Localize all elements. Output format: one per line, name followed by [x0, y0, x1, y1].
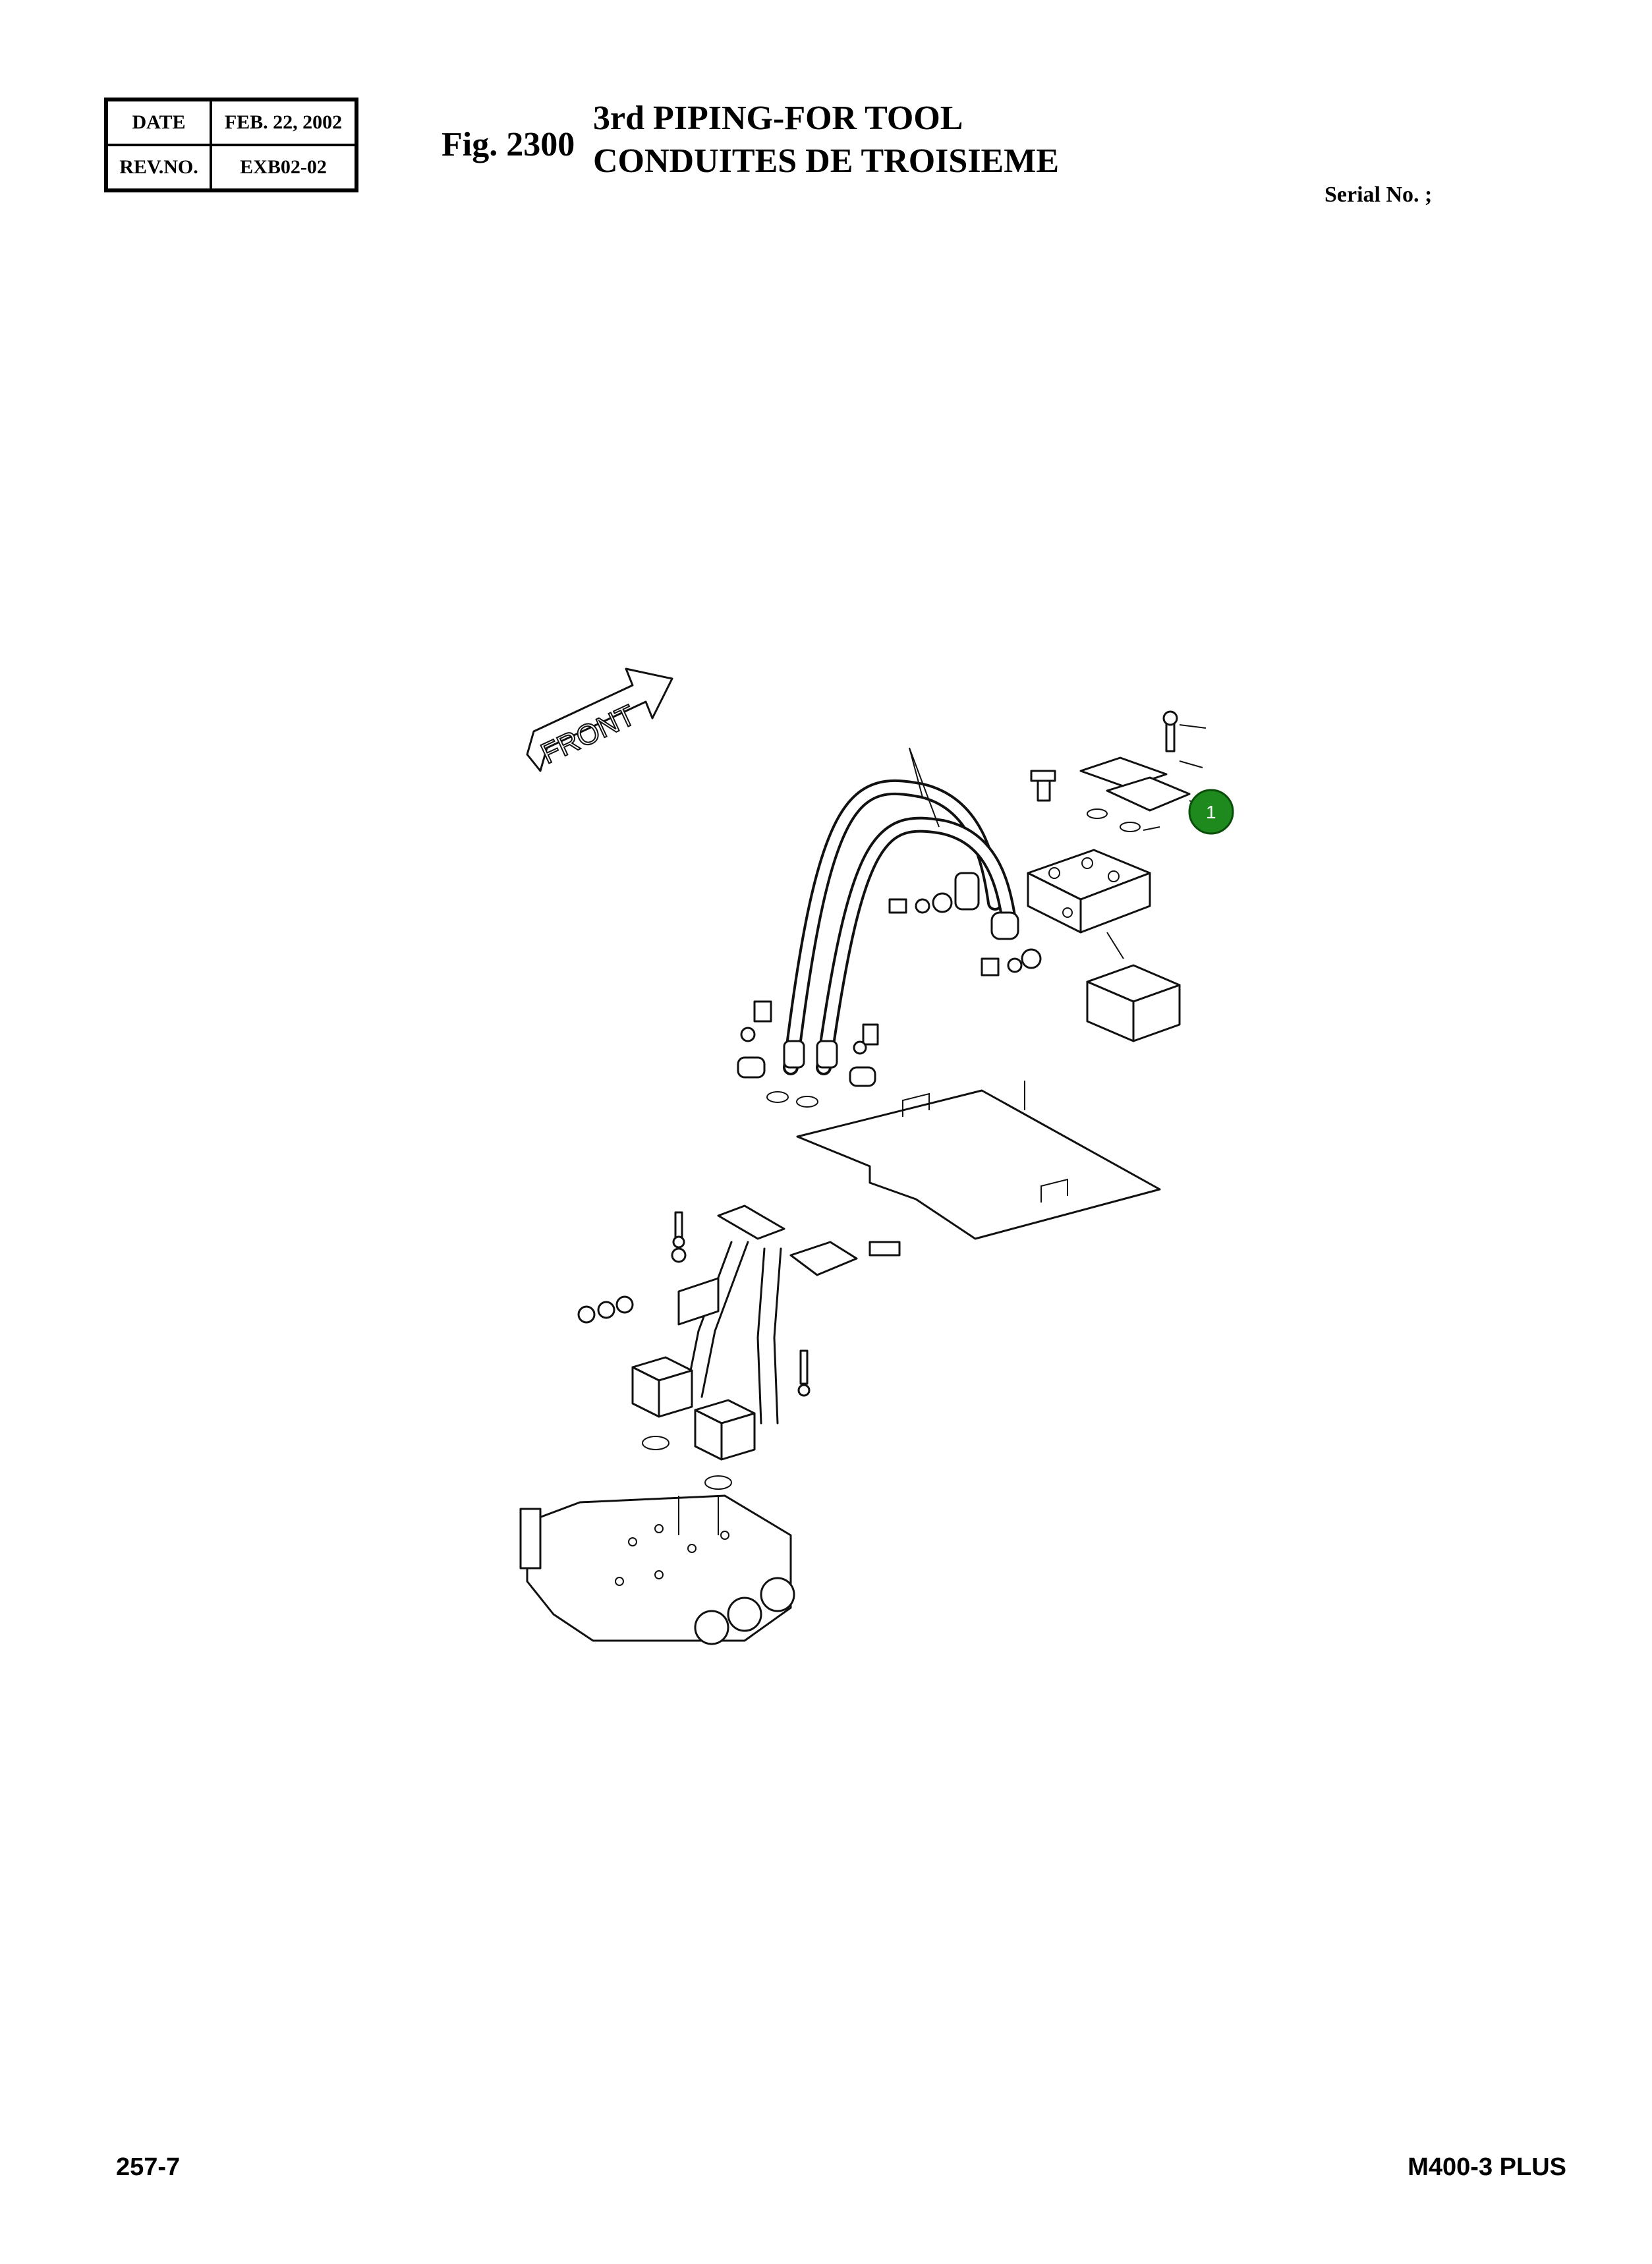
floor-plate	[796, 1081, 1161, 1240]
rev-label: REV.NO.	[107, 145, 211, 190]
model-name: M400-3 PLUS	[1408, 2153, 1566, 2181]
mounting-bracket	[1086, 932, 1181, 1042]
callout-number: 1	[1206, 802, 1216, 822]
hydraulic-hoses	[783, 747, 1016, 1075]
control-valve	[519, 1494, 795, 1645]
lower-fittings	[737, 1000, 879, 1108]
serial-number-label: Serial No. ;	[1324, 183, 1433, 207]
adapter-blocks	[631, 1356, 756, 1490]
callout-1[interactable]: 1	[1188, 789, 1234, 835]
figure-number: Fig. 2300	[441, 126, 575, 163]
date-value: FEB. 22, 2002	[211, 100, 356, 145]
cover-plates	[1030, 710, 1207, 832]
washers	[577, 1295, 634, 1324]
revision-table: DATE FEB. 22, 2002 REV.NO. EXB02-02	[104, 98, 358, 192]
upper-fittings	[888, 872, 1042, 976]
rev-value: EXB02-02	[211, 145, 356, 190]
title-english: 3rd PIPING-FOR TOOL	[593, 99, 963, 137]
pipe-clamp	[671, 1211, 901, 1397]
manifold-block	[1027, 849, 1151, 934]
date-label: DATE	[107, 100, 211, 145]
steel-pipes	[677, 1204, 785, 1425]
page-number: 257-7	[116, 2153, 181, 2181]
title-french: CONDUITES DE TROISIEME	[593, 142, 1060, 180]
front-arrow-icon: FRONT	[526, 667, 673, 772]
